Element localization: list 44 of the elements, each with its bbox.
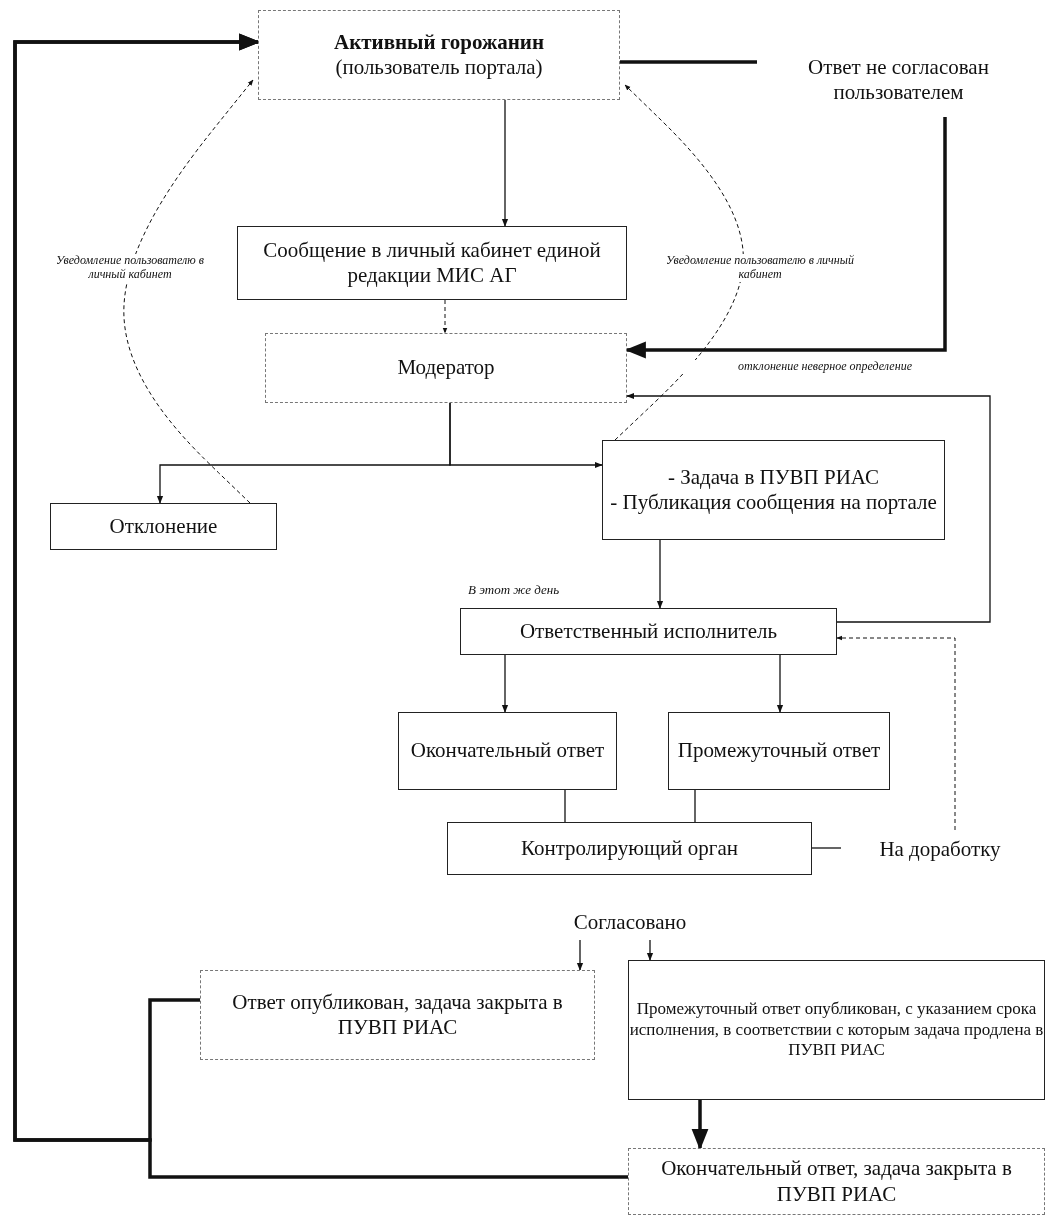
arrow — [776, 654, 784, 713]
box-text: (пользователь портала) — [335, 55, 543, 81]
arrow — [656, 539, 664, 609]
box-text: - Задача в ПУВП РИАС — [668, 464, 879, 490]
text-label: Ответ не согласован пользователем — [807, 54, 990, 106]
text-label: Согласовано — [573, 909, 687, 936]
arrow — [13, 33, 628, 1179]
arrow — [501, 99, 509, 227]
arrow — [626, 392, 991, 623]
note-text: В этот же день — [468, 582, 560, 598]
process-box — [628, 1148, 1045, 1215]
box-text: Сообщение в личный кабинет единой редакции МИС АГ — [262, 237, 602, 289]
process-box — [237, 226, 627, 300]
arrow — [836, 635, 956, 831]
arrow — [442, 299, 448, 334]
arrow — [614, 84, 744, 441]
edge-label: Уведомление пользователю в личный кабинет — [55, 254, 205, 282]
box-text: Контролирующий орган — [520, 835, 739, 862]
box-text: Отклонение — [109, 513, 218, 540]
text-label: На доработку — [879, 837, 1001, 863]
arrow — [123, 79, 254, 504]
arrow — [646, 939, 654, 961]
box-text: Промежуточный ответ опубликован, с указанием срока исполнения, в соответствии с которым задача продлена в ПУВП РИАС — [629, 999, 1044, 1061]
box-text: Промежуточный ответ — [677, 738, 881, 764]
box-text: Модератор — [397, 355, 495, 381]
process-box — [628, 960, 1045, 1100]
box-text: Окончательный ответ, задача закрыта в ПУВП РИАС — [660, 1156, 1013, 1207]
process-box — [460, 608, 837, 655]
process-box — [265, 333, 627, 403]
box-text: Ответ опубликован, задача закрыта в ПУВП РИАС — [231, 989, 564, 1041]
box-text: Окончательный ответ — [410, 738, 605, 764]
process-box — [50, 503, 277, 550]
arrow — [501, 654, 509, 713]
process-box — [258, 10, 620, 100]
arrow — [576, 939, 584, 971]
box-heading: Активный горожанин — [333, 29, 545, 55]
process-box — [447, 822, 812, 875]
process-box — [200, 970, 595, 1060]
box-text: - Публикация сообщения на портале — [610, 490, 937, 516]
process-box — [602, 440, 945, 540]
box-text: Ответственный исполнитель — [519, 618, 778, 645]
arrow — [449, 402, 603, 469]
process-box — [668, 712, 890, 790]
process-box — [398, 712, 617, 790]
